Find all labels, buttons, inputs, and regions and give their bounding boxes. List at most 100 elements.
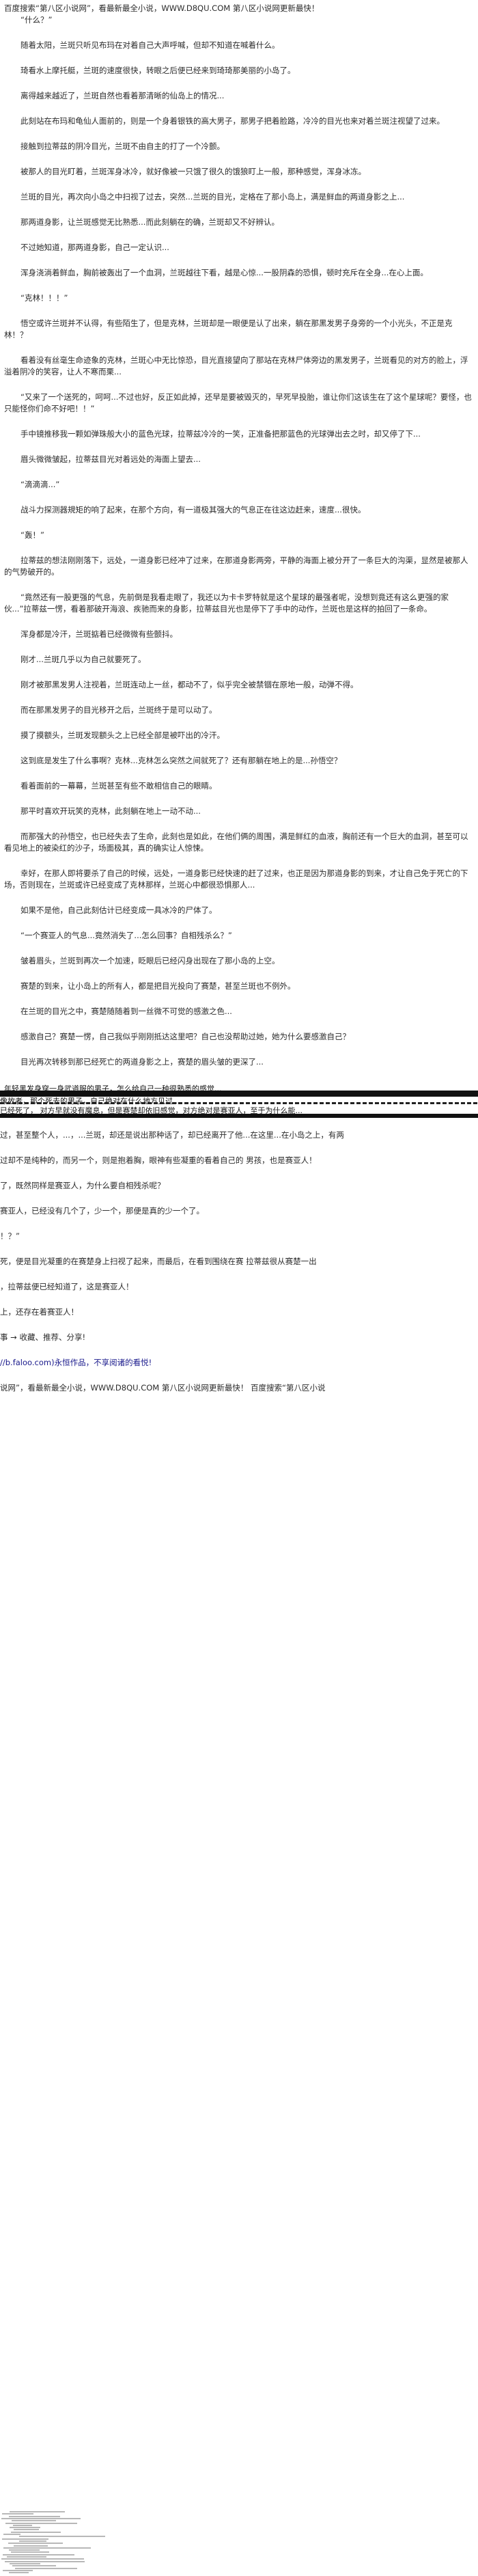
paragraph-text: 接触到拉蒂兹的阴冷目光，兰斑不由自主的打了一个冷颤。 bbox=[20, 141, 225, 151]
noise-mark bbox=[14, 2545, 48, 2547]
paragraph: 被那人的目光盯着，兰斑浑身冰冷，就好像被一只饿了很久的饿狼盯上一般，那种感觉，浑… bbox=[0, 166, 478, 178]
paragraph: 幸好，在那人即将要杀了自己的时候，远处，一道身影已经快速的赶了过来，也正是因为那… bbox=[0, 868, 478, 891]
noise-mark bbox=[12, 2565, 56, 2567]
redaction-bar bbox=[0, 1114, 478, 1118]
glitch-line: 已经死了， 对方早就没有魔息，但是赛楚却依旧感觉，对方绝对是赛亚人，至于为什么能… bbox=[0, 1106, 303, 1115]
paragraph-text: 皱着眉头，兰斑到再次一个加速，眨眼后已经闪身出现在了那小岛的上空。 bbox=[20, 956, 280, 965]
tail-line: 赛亚人，已经没有几个了，少一个，那便是真的少一个了。 bbox=[0, 1206, 204, 1216]
paragraph: “一个赛亚人的气息...竟然消失了...怎么回事？自相残杀么？” bbox=[0, 930, 478, 942]
paragraph-text: 兰斑的目光，再次向小岛之中扫视了过去，突然...兰斑的目光，定格在了那小岛上，满… bbox=[20, 192, 405, 202]
noise-mark bbox=[1, 2558, 84, 2560]
paragraph: 目光再次转移到那已经死亡的两道身影之上，赛楚的眉头皱的更深了... bbox=[0, 1056, 478, 1068]
paragraph: “又来了一个送死的，呵呵...不过也好，反正如此掉，还早是要被毁灭的，早死早投胎… bbox=[0, 392, 478, 415]
site-banner: 百度搜索“第八区小说网”，看最新最全小说，WWW.D8QU.COM 第八区小说网… bbox=[4, 3, 320, 13]
paragraph: 琦看水上摩托艇，兰斑的速度很快，转眼之后便已经来到琦琦那美丽的小岛了。 bbox=[0, 65, 478, 77]
paragraph-text: 在兰斑的目光之中，赛楚随随着到一丝微不可觉的感激之色... bbox=[20, 1006, 232, 1016]
scribble-line bbox=[0, 1102, 478, 1104]
paragraph-text: 不过她知道，那两道身影，自己一定认识... bbox=[20, 243, 169, 252]
paragraph-text: 离得越来越近了，兰斑自然也看着那清晰的仙岛上的情况... bbox=[20, 91, 225, 100]
paragraph-text: 刚才...兰斑几乎以为自己就要死了。 bbox=[20, 655, 146, 664]
noise-mark bbox=[3, 2547, 91, 2549]
noise-mark bbox=[7, 2556, 46, 2558]
paragraph-text: 战斗力探测器規矩的响了起来，在那个方向，有一道极其强大的气息正在往这边赶来，速度… bbox=[20, 505, 366, 515]
paragraph: “克林！！！” bbox=[0, 292, 478, 304]
paragraph-text: “又来了一个送死的，呵呵...不过也好，反正如此掉，还早是要被毁灭的，早死早投胎… bbox=[4, 392, 472, 413]
noise-mark bbox=[19, 2536, 105, 2538]
paragraph: 而那强大的孙悟空，也已经失去了生命，此刻也是如此，在他们俩的周围，满是鲜红的血液… bbox=[0, 831, 478, 854]
paragraph-text: 幸好，在那人即将要杀了自己的时候，远处，一道身影已经快速的赶了过来，也正是因为那… bbox=[4, 868, 468, 890]
chapter-page: 百度搜索“第八区小说网”，看最新最全小说，WWW.D8QU.COM 第八区小说网… bbox=[0, 3, 478, 1394]
paragraph: 赛楚的到来，让小岛上的所有人，都是把目光投向了赛楚，甚至兰斑也不例外。 bbox=[0, 981, 478, 992]
tail-line: ！？” bbox=[0, 1231, 20, 1241]
paragraph-text: 浑身都是冷汗，兰斑掂着已经微微有些颤抖。 bbox=[20, 629, 178, 639]
paragraph: 浑身都是冷汗，兰斑掂着已经微微有些颤抖。 bbox=[0, 629, 478, 640]
noise-mark bbox=[15, 2567, 77, 2569]
paragraph: “轰！” bbox=[0, 530, 478, 541]
page-footer: 事 → 收藏、推荐、分享! //b.faloo.com)永恒作品，不享阅诸的看悦… bbox=[0, 1332, 478, 1394]
paragraph: 感激自己？赛楚一愣，自己我似乎刚刚抵达这里吧？自己也没帮助过她，她为什么要感激自… bbox=[0, 1031, 478, 1043]
paragraph: 浑身浇淌着鲜血，胸前被轰出了一个血洞，兰斑越往下看，越是心惊...一股阴森的恐惧… bbox=[0, 267, 478, 279]
noise-mark bbox=[10, 2511, 65, 2512]
noise-mark bbox=[9, 2572, 29, 2574]
paragraph: 那平时喜欢开玩笑的克林，此刻躺在地上一动不动... bbox=[0, 806, 478, 817]
paragraph: 离得越来越近了，兰斑自然也看着那清晰的仙岛上的情况... bbox=[0, 90, 478, 102]
tail-text: 过，甚至整个人，...，...兰斑，却还是说出那种话了，却已经离开了他...在这… bbox=[0, 1129, 478, 1318]
paragraph-text: 随着太阳，兰斑只听见布玛在对着自己大声呼喊，但却不知道在喊着什么。 bbox=[20, 40, 280, 50]
noise-mark bbox=[8, 2543, 63, 2545]
scan-noise bbox=[0, 2511, 123, 2576]
noise-mark bbox=[12, 2520, 56, 2522]
tail-line: 死，便是目光凝重的在赛楚身上扫视了起来，而最后，在看到围绕在赛 拉蒂兹很从赛楚一… bbox=[0, 1257, 317, 1266]
paragraph-text: 浑身浇淌着鲜血，胸前被轰出了一个血洞，兰斑越往下看，越是心惊...一股阴森的恐惧… bbox=[20, 268, 428, 277]
corrupted-text-block: 年轻黑发身穿一身武道服的男子，怎么给自己一种很熟悉的感觉... 像故者，那个死去… bbox=[0, 1082, 478, 1121]
paragraph: 拉蒂兹的想法刚刚落下，远处，一道身影已经冲了过来，在那道身影两旁，平静的海面上被… bbox=[0, 555, 478, 578]
paragraph: 皱着眉头，兰斑到再次一个加速，眨眼后已经闪身出现在了那小岛的上空。 bbox=[0, 955, 478, 967]
paragraph-text: 悟空或许兰斑并不认得，有些陌生了，但是克林，兰斑却是一眼便是认了出来，躺在那黑发… bbox=[4, 318, 453, 340]
paragraph-text: 眉头微微皱起，拉蒂兹目光对着远处的海面上望去... bbox=[20, 454, 201, 464]
noise-mark bbox=[2, 2513, 33, 2515]
noise-mark bbox=[19, 2540, 46, 2542]
noise-mark bbox=[3, 2534, 20, 2535]
paragraph: 在兰斑的目光之中，赛楚随随着到一丝微不可觉的感激之色... bbox=[0, 1006, 478, 1017]
paragraph: 刚才被那黑发男人注视着，兰斑连动上一丝，都动不了，似乎完全被禁锢在原地一般，动弹… bbox=[0, 679, 478, 691]
noise-mark bbox=[10, 2562, 40, 2564]
paragraph-text: 那平时喜欢开玩笑的克林，此刻躺在地上一动不动... bbox=[20, 806, 201, 816]
paragraph: “竟然还有一股更强的气息，先前倒是我看走眼了，我还以为卡卡罗特就是这个星球的最强… bbox=[0, 592, 478, 615]
paragraph: 接触到拉蒂兹的阴冷目光，兰斑不由自主的打了一个冷颤。 bbox=[0, 141, 478, 152]
noise-mark bbox=[2, 2538, 48, 2540]
paragraph-text: 这到底是发生了什么事啊？克林...克林怎么突然之间就死了？还有那躺在地上的是..… bbox=[20, 756, 342, 765]
paragraph: 看着没有丝毫生命迹象的克林，兰斑心中无比惊恐，目光直接望向了那站在克林尸体旁边的… bbox=[0, 355, 478, 378]
paragraph-text: 摸了摸额头，兰斑发现额头之上已经全部是被吓出的冷汗。 bbox=[20, 730, 225, 740]
tail-line: 上，还存在着赛亚人！ bbox=[0, 1307, 79, 1317]
paragraph: 刚才...兰斑几乎以为自己就要死了。 bbox=[0, 654, 478, 666]
paragraph-text: 目光再次转移到那已经死亡的两道身影之上，赛楚的眉头皱的更深了... bbox=[20, 1057, 264, 1067]
paragraph-text: “一个赛亚人的气息...竟然消失了...怎么回事？自相残杀么？” bbox=[20, 931, 232, 940]
paragraph-text: 赛楚的到来，让小岛上的所有人，都是把目光投向了赛楚，甚至兰斑也不例外。 bbox=[20, 981, 296, 991]
opening-line: “什么？” bbox=[20, 15, 53, 25]
paragraph: 手中镜推移我一颗如弹珠般大小的蓝色光球，拉蒂兹冷冷的一笑，正准备把那蓝色的光球弹… bbox=[0, 428, 478, 440]
paragraph: 此刻站在布玛和龟仙人面前的，则是一个身着银铁的高大男子，那男子把着脸路，冷冷的目… bbox=[0, 115, 478, 127]
noise-mark bbox=[13, 2524, 32, 2526]
paragraph: 不过她知道，那两道身影，自己一定认识... bbox=[0, 242, 478, 254]
paragraph-text: 刚才被那黑发男人注视着，兰斑连动上一丝，都动不了，似乎完全被禁锢在原地一般，动弹… bbox=[20, 680, 358, 689]
paragraph: 这到底是发生了什么事啊？克林...克林怎么突然之间就死了？还有那躺在地上的是..… bbox=[0, 755, 478, 767]
paragraph: 悟空或许兰斑并不认得，有些陌生了，但是克林，兰斑却是一眼便是认了出来，躺在那黑发… bbox=[0, 318, 478, 341]
paragraph-text: 看着面前的一幕幕，兰斑甚至有些不敢相信自己的眼睛。 bbox=[20, 781, 217, 791]
tail-line: 了，既然同样是赛亚人，为什么要自相残杀呢？ bbox=[0, 1181, 165, 1190]
noise-mark bbox=[10, 2527, 40, 2529]
paragraph-text: 那两道身影，让兰斑感觉无比熟悉...而此刻躺在的确，兰斑却又不好辨认。 bbox=[20, 217, 279, 227]
paragraph-text: 看着没有丝毫生命迹象的克林，兰斑心中无比惊恐，目光直接望向了那站在克林尸体旁边的… bbox=[4, 355, 468, 376]
paragraph-text: 拉蒂兹的想法刚刚落下，远处，一道身影已经冲了过来，在那道身影两旁，平静的海面上被… bbox=[4, 556, 468, 577]
source-link[interactable]: //b.faloo.com)永恒作品，不享阅诸的看悦! bbox=[0, 1358, 152, 1367]
paragraph: 眉头微微皱起，拉蒂兹目光对着远处的海面上望去... bbox=[0, 454, 478, 465]
noise-mark bbox=[5, 2522, 77, 2524]
paragraph: 摸了摸额头，兰斑发现额头之上已经全部是被吓出的冷汗。 bbox=[0, 730, 478, 741]
paragraph-text: “轰！” bbox=[20, 530, 44, 540]
paragraph: 随着太阳，兰斑只听见布玛在对着自己大声呼喊，但却不知道在喊着什么。 bbox=[0, 40, 478, 51]
noise-mark bbox=[3, 2569, 33, 2571]
paragraph-text: “滴滴滴...” bbox=[20, 480, 60, 489]
noise-mark bbox=[11, 2531, 61, 2533]
redaction-bar bbox=[0, 1091, 478, 1097]
share-prompt: 事 → 收藏、推荐、分享! bbox=[0, 1332, 86, 1342]
noise-mark bbox=[9, 2549, 40, 2551]
paragraph-text: 而在那黑发男子的目光移开之后，兰斑终于是可以动了。 bbox=[20, 705, 217, 715]
